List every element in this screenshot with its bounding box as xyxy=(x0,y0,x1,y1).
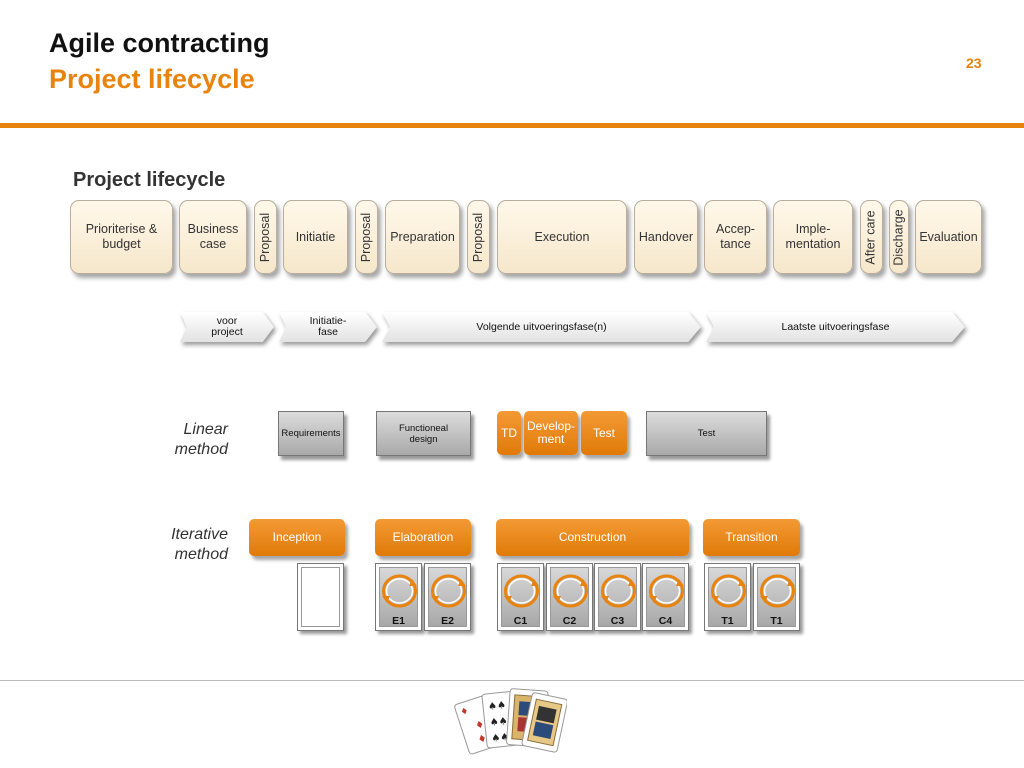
iteration-label: C3 xyxy=(610,615,625,627)
iteration-label: T1 xyxy=(721,615,734,627)
iterative-phase: Transition xyxy=(703,519,800,556)
phase-box: Handover xyxy=(634,200,698,274)
svg-text:♦: ♦ xyxy=(459,706,470,718)
iteration-box: C1 xyxy=(497,563,544,631)
cycle-icon xyxy=(382,574,417,608)
phase-label: Transition xyxy=(725,530,778,544)
linear-step: Test xyxy=(581,411,627,455)
svg-text:♠♠: ♠♠ xyxy=(491,732,510,745)
phase-label: Business case xyxy=(187,222,239,251)
step-label: TD xyxy=(501,425,517,440)
stage-chevron: voor project xyxy=(180,312,274,342)
stage-chevron: Laatste uitvoeringsfase xyxy=(706,312,965,342)
iteration-box xyxy=(297,563,344,631)
stage-label: voor project xyxy=(211,315,243,338)
cycle-icon xyxy=(649,574,684,608)
svg-text:♠♠: ♠♠ xyxy=(488,700,507,713)
cycle-icon xyxy=(504,574,539,608)
iterative-phase: Construction xyxy=(496,519,689,556)
phase-box: Initiatie xyxy=(283,200,348,274)
header-divider xyxy=(0,123,1024,128)
iteration-label: C2 xyxy=(562,615,577,627)
phase-label: Execution xyxy=(534,229,590,244)
stage-chevron: Volgende uitvoeringsfase(n) xyxy=(382,312,701,342)
linear-step: TD xyxy=(497,411,521,455)
iteration-panel xyxy=(301,567,340,627)
iteration-label: C1 xyxy=(513,615,528,627)
section-title: Project lifecycle xyxy=(73,169,226,191)
iteration-box: E1 xyxy=(375,563,422,631)
iteration-box: T1 xyxy=(753,563,800,631)
iteration-label: E2 xyxy=(441,615,454,627)
iteration-label: C4 xyxy=(658,615,673,627)
phase-box: Business case xyxy=(179,200,247,274)
linear-step: Functioneal design xyxy=(376,411,471,456)
iteration-label: T1 xyxy=(770,615,783,627)
stage-chevron: Initiatie- fase xyxy=(279,312,377,342)
phase-label: Preparation xyxy=(390,229,455,244)
phase-box: Proposal xyxy=(355,200,378,274)
linear-step: Requirements xyxy=(278,411,344,456)
cycle-icon xyxy=(553,574,588,608)
phase-box: Proposal xyxy=(254,200,277,274)
phase-label: Evaluation xyxy=(919,229,978,244)
phase-box: Imple- mentation xyxy=(773,200,853,274)
stage-label: Volgende uitvoeringsfase(n) xyxy=(476,320,607,333)
stage-label: Laatste uitvoeringsfase xyxy=(781,320,890,333)
phase-label: After care xyxy=(864,209,878,265)
chevron-shape xyxy=(706,312,965,342)
phase-label: Prioriterise & budget xyxy=(85,222,158,251)
step-label: Develop- ment xyxy=(526,419,576,446)
iteration-box: T1 xyxy=(704,563,751,631)
iteration-box: C4 xyxy=(642,563,689,631)
linear-step: Develop- ment xyxy=(524,411,578,455)
phase-label: Discharge xyxy=(891,208,906,266)
cycle-icon xyxy=(601,574,636,608)
phase-label: Proposal xyxy=(471,212,485,262)
iterative-phase: Inception xyxy=(249,519,345,556)
step-label: Test xyxy=(697,428,716,439)
step-label: Test xyxy=(592,425,615,440)
phase-box: Proposal xyxy=(467,200,490,274)
phase-label: Inception xyxy=(272,530,322,544)
phase-label: Construction xyxy=(558,530,627,544)
linear-step: Test xyxy=(646,411,767,456)
slide-subtitle: Project lifecycle xyxy=(49,64,255,94)
chevron-shape xyxy=(279,312,377,342)
phase-label: Handover xyxy=(638,229,694,244)
cycle-icon xyxy=(431,574,466,608)
chevron-shape xyxy=(382,312,701,342)
phase-box: Accep- tance xyxy=(704,200,767,274)
iteration-box: C2 xyxy=(546,563,593,631)
footer-divider xyxy=(0,680,1024,681)
phase-box: After care xyxy=(860,200,883,274)
chevron-shape xyxy=(180,312,274,342)
phase-box: Evaluation xyxy=(915,200,982,274)
phase-label: Proposal xyxy=(359,212,373,262)
phase-label: Proposal xyxy=(258,212,272,262)
slide-title: Agile contracting xyxy=(49,28,270,58)
phase-box: Execution xyxy=(497,200,627,274)
step-label: Functioneal design xyxy=(398,422,449,445)
phase-label: Imple- mentation xyxy=(785,222,841,251)
playing-cards-icon: ♦ ♦♦ ♦♦ ♠♠ ♠♠ ♠♠ xyxy=(454,688,567,755)
iteration-box: E2 xyxy=(424,563,471,631)
iterative-method-label: Iterative method xyxy=(171,526,228,563)
phase-label: Initiatie xyxy=(295,229,336,244)
cycle-icon xyxy=(760,574,795,608)
phase-box: Discharge xyxy=(889,200,909,274)
iteration-box: C3 xyxy=(594,563,641,631)
cycle-icon xyxy=(711,574,746,608)
phase-label: Elaboration xyxy=(392,530,454,544)
step-label: Requirements xyxy=(281,428,341,439)
page-number: 23 xyxy=(966,55,982,71)
svg-text:♠♠: ♠♠ xyxy=(489,716,508,729)
iterative-phase: Elaboration xyxy=(375,519,471,556)
stage-label: Initiatie- fase xyxy=(309,315,347,338)
phase-box: Preparation xyxy=(385,200,460,274)
iteration-label: E1 xyxy=(392,615,405,627)
linear-method-label: Linear method xyxy=(174,421,228,458)
phase-box: Prioriterise & budget xyxy=(70,200,173,274)
phase-label: Accep- tance xyxy=(716,222,755,251)
